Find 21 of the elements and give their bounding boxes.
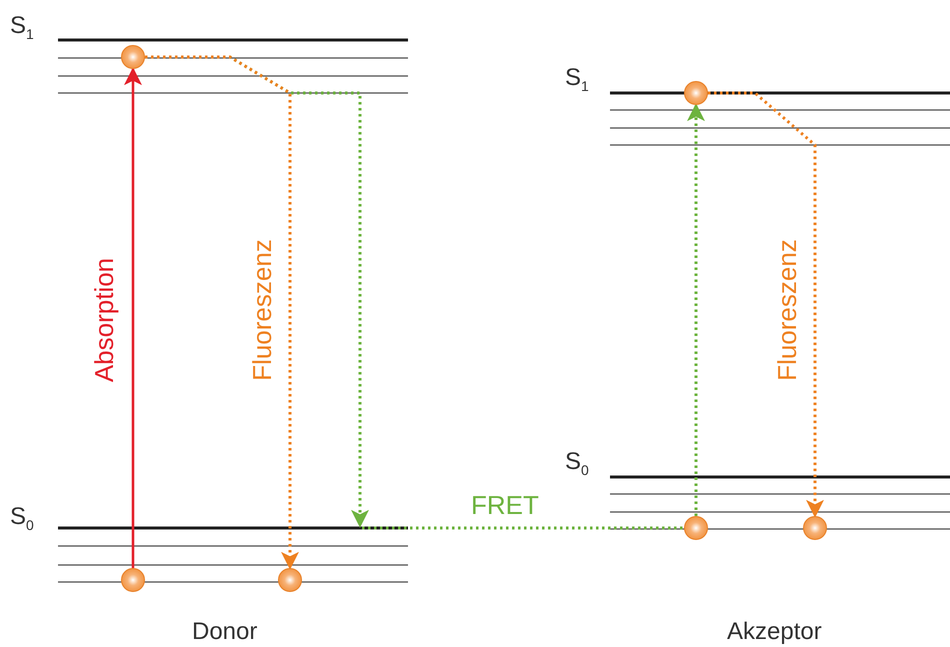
edge-label: Fluoreszenz	[774, 239, 800, 381]
state-label: S$_{0}$	[10, 505, 34, 532]
molecule-label: Akzeptor	[727, 620, 822, 644]
state-label: S$_{1}$	[565, 66, 589, 93]
particle-circle	[278, 568, 302, 592]
arrow	[124, 67, 142, 568]
connector-line	[362, 526, 684, 530]
particle-circle	[803, 516, 827, 540]
state-label: S$_{1}$	[10, 14, 34, 41]
particle-circle	[684, 516, 708, 540]
edge-label: Absorption	[91, 258, 118, 382]
state-label: S$_{0}$	[565, 450, 589, 477]
edge-label: FRET	[471, 492, 539, 518]
particle-circle	[684, 81, 708, 105]
edge-label: Fluoreszenz	[248, 239, 275, 381]
particle-circle	[121, 45, 145, 69]
particle-circle	[121, 568, 145, 592]
arrow	[708, 92, 824, 518]
arrow	[687, 103, 705, 516]
molecule-label: Donor	[192, 620, 258, 644]
arrow	[145, 56, 299, 570]
